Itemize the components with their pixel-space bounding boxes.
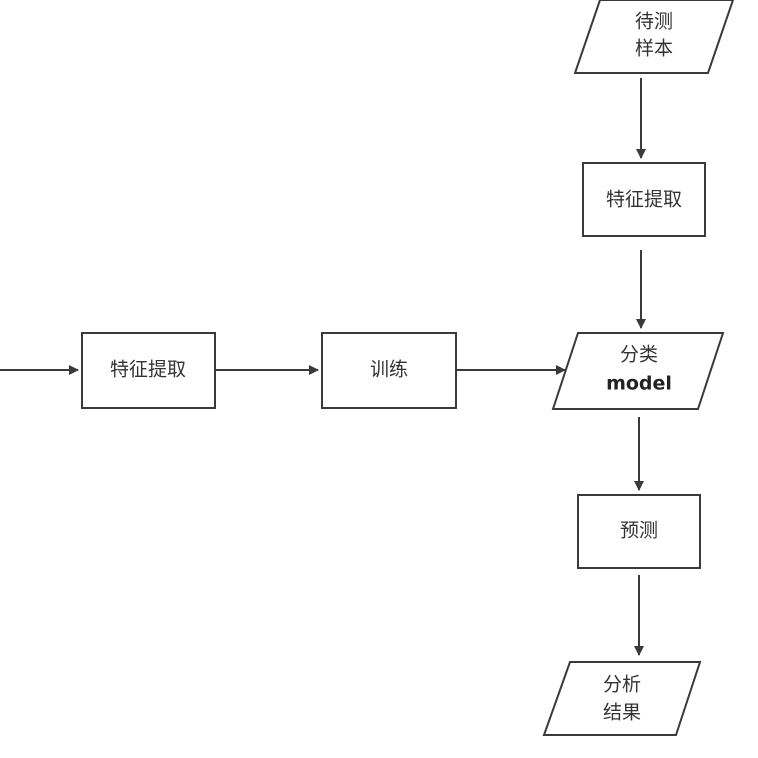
node-predict-label: 预测 <box>620 520 658 542</box>
node-train: 训练 <box>321 332 457 409</box>
node-analysis-result-label-line2: 结果 <box>603 702 641 724</box>
node-test-sample: 待测 样本 <box>573 0 735 74</box>
node-predict: 预测 <box>577 494 701 569</box>
node-train-label: 训练 <box>370 359 408 381</box>
node-feature-extract-right-label: 特征提取 <box>606 189 682 211</box>
node-feature-extract-left-label: 特征提取 <box>110 359 186 381</box>
node-classify-model-label-line2: model <box>606 373 672 395</box>
node-analysis-result: 分析 结果 <box>542 661 702 736</box>
node-feature-extract-left: 特征提取 <box>81 332 216 409</box>
node-test-sample-label-line1: 待测 <box>635 11 673 33</box>
node-classify-model-label-line1: 分类 <box>620 344 658 366</box>
node-feature-extract-right: 特征提取 <box>582 162 706 237</box>
node-classify-model: 分类 model <box>551 332 725 410</box>
node-analysis-result-label-line1: 分析 <box>603 674 641 696</box>
node-test-sample-label-line2: 样本 <box>635 38 673 60</box>
